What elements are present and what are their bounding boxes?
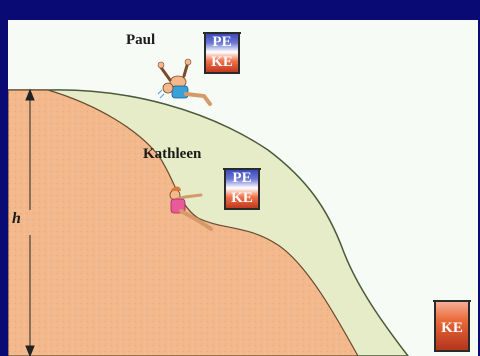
height-label: h: [12, 210, 21, 228]
paul-label: Paul: [126, 32, 155, 49]
bottom-ke-bar: KE: [436, 318, 468, 338]
kathleen-energy-meter: PE KE: [224, 168, 260, 210]
bottom-energy-meter: KE: [434, 300, 470, 352]
paul-figure: [158, 59, 210, 104]
kathleen-label: Kathleen: [143, 146, 201, 163]
paul-energy-meter: PE KE: [204, 32, 240, 74]
kathleen-ke-bar: KE: [226, 188, 258, 208]
paul-pe-bar: PE: [206, 32, 238, 52]
paul-ke-bar: KE: [206, 52, 238, 72]
kathleen-pe-bar: PE: [226, 168, 258, 188]
diagram-canvas: Paul Kathleen h PE KE PE KE KE: [8, 20, 478, 356]
